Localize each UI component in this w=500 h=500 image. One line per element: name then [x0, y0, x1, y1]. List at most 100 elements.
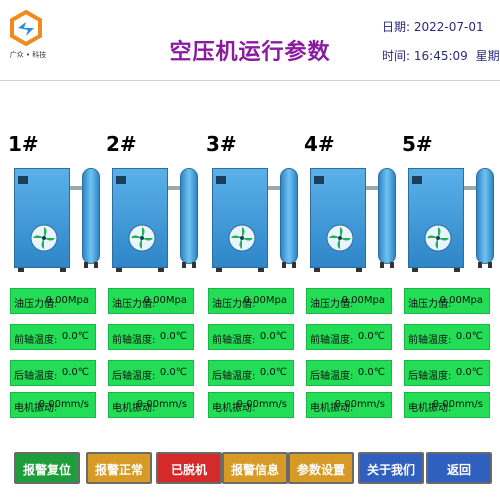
- unit-number: 1#: [8, 132, 39, 156]
- date-value: 2022-07-01: [413, 20, 484, 34]
- param-value: 0.00mm/s: [236, 399, 287, 410]
- air-compressor-icon: [408, 168, 464, 272]
- param-value: 0.00Mpa: [45, 295, 89, 306]
- param-box: 油压力值:0.00Mpa: [404, 288, 490, 314]
- param-value: 0.00Mpa: [143, 295, 187, 306]
- param-box: 前轴温度:0.0℃: [306, 324, 392, 350]
- param-value: 0.0℃: [159, 331, 187, 342]
- param-label: 油压力值:: [112, 299, 156, 310]
- param-box: 前轴温度:0.0℃: [10, 324, 96, 350]
- air-compressor-icon: [212, 168, 268, 272]
- param-box: 前轴温度:0.0℃: [108, 324, 194, 350]
- param-label: 油压力值:: [310, 299, 354, 310]
- param-value: 0.0℃: [61, 331, 89, 342]
- fan-icon: [424, 224, 452, 252]
- param-label: 油压力值:: [14, 299, 58, 310]
- param-label: 后轴温度:: [212, 371, 256, 382]
- param-value: 0.0℃: [259, 367, 287, 378]
- air-compressor-icon: [310, 168, 366, 272]
- param-value: 0.00Mpa: [243, 295, 287, 306]
- param-box: 后轴温度:0.0℃: [108, 360, 194, 386]
- param-value: 0.00mm/s: [432, 399, 483, 410]
- param-box: 电机振动:0.00mm/s: [208, 392, 294, 418]
- param-label: 电机振动:: [310, 403, 354, 414]
- time-label: 时间:: [382, 49, 411, 63]
- fan-icon: [30, 224, 58, 252]
- param-box: 后轴温度:0.0℃: [208, 360, 294, 386]
- logo-text: 广众 • 科技: [9, 51, 47, 59]
- connection-pipe: [366, 186, 378, 190]
- param-box: 油压力值:0.00Mpa: [108, 288, 194, 314]
- unit-number: 5#: [402, 132, 433, 156]
- param-value: 0.0℃: [259, 331, 287, 342]
- connection-pipe: [268, 186, 280, 190]
- company-logo-icon: [10, 10, 42, 46]
- param-value: 0.0℃: [455, 331, 483, 342]
- about-us-button[interactable]: 关于我们: [358, 452, 424, 484]
- param-settings-button[interactable]: 参数设置: [288, 452, 354, 484]
- param-label: 前轴温度:: [14, 335, 58, 346]
- weekday-label: 星期:: [475, 49, 500, 63]
- param-label: 后轴温度:: [14, 371, 58, 382]
- param-value: 0.0℃: [61, 367, 89, 378]
- alarm-normal-button[interactable]: 报警正常: [86, 452, 152, 484]
- time-display: 时间: 16:45:09 星期: 5: [382, 47, 500, 64]
- param-box: 电机振动:0.00mm/s: [108, 392, 194, 418]
- param-label: 油压力值:: [212, 299, 256, 310]
- param-value: 0.0℃: [357, 331, 385, 342]
- param-box: 前轴温度:0.0℃: [208, 324, 294, 350]
- param-label: 后轴温度:: [310, 371, 354, 382]
- param-box: 后轴温度:0.0℃: [306, 360, 392, 386]
- param-label: 后轴温度:: [112, 371, 156, 382]
- air-compressor-icon: [112, 168, 168, 272]
- param-label: 电机振动:: [212, 403, 256, 414]
- param-value: 0.00Mpa: [341, 295, 385, 306]
- param-label: 前轴温度:: [310, 335, 354, 346]
- back-button[interactable]: 返回: [426, 452, 492, 484]
- air-tank-icon: [180, 168, 198, 268]
- param-box: 油压力值:0.00Mpa: [208, 288, 294, 314]
- time-value: 16:45:09: [413, 49, 468, 63]
- air-tank-icon: [280, 168, 298, 268]
- param-value: 0.00Mpa: [439, 295, 483, 306]
- param-label: 电机振动:: [14, 403, 58, 414]
- param-label: 后轴温度:: [408, 371, 452, 382]
- header-divider: [0, 80, 500, 81]
- fan-icon: [326, 224, 354, 252]
- param-label: 前轴温度:: [112, 335, 156, 346]
- fan-icon: [228, 224, 256, 252]
- connection-pipe: [168, 186, 180, 190]
- connection-pipe: [464, 186, 476, 190]
- param-box: 油压力值:0.00Mpa: [306, 288, 392, 314]
- param-label: 前轴温度:: [408, 335, 452, 346]
- param-value: 0.0℃: [455, 367, 483, 378]
- param-label: 电机振动:: [408, 403, 452, 414]
- fan-icon: [128, 224, 156, 252]
- air-tank-icon: [82, 168, 100, 268]
- param-box: 前轴温度:0.0℃: [404, 324, 490, 350]
- param-box: 电机振动:0.00mm/s: [306, 392, 392, 418]
- air-compressor-icon: [14, 168, 70, 272]
- date-label: 日期:: [382, 20, 411, 34]
- param-value: 0.00mm/s: [38, 399, 89, 410]
- param-label: 电机振动:: [112, 403, 156, 414]
- param-box: 后轴温度:0.0℃: [404, 360, 490, 386]
- air-tank-icon: [476, 168, 494, 268]
- param-box: 电机振动:0.00mm/s: [10, 392, 96, 418]
- param-value: 0.0℃: [357, 367, 385, 378]
- alarm-reset-button[interactable]: 报警复位: [14, 452, 80, 484]
- date-display: 日期: 2022-07-01: [382, 18, 484, 35]
- param-value: 0.00mm/s: [136, 399, 187, 410]
- alarm-info-button[interactable]: 报警信息: [222, 452, 288, 484]
- param-value: 0.00mm/s: [334, 399, 385, 410]
- param-label: 油压力值:: [408, 299, 452, 310]
- connection-pipe: [70, 186, 82, 190]
- unit-number: 2#: [106, 132, 137, 156]
- company-logo: 广众 • 科技: [6, 10, 46, 62]
- air-tank-icon: [378, 168, 396, 268]
- param-box: 油压力值:0.00Mpa: [10, 288, 96, 314]
- offline-button[interactable]: 已脱机: [156, 452, 222, 484]
- param-label: 前轴温度:: [212, 335, 256, 346]
- param-value: 0.0℃: [159, 367, 187, 378]
- param-box: 后轴温度:0.0℃: [10, 360, 96, 386]
